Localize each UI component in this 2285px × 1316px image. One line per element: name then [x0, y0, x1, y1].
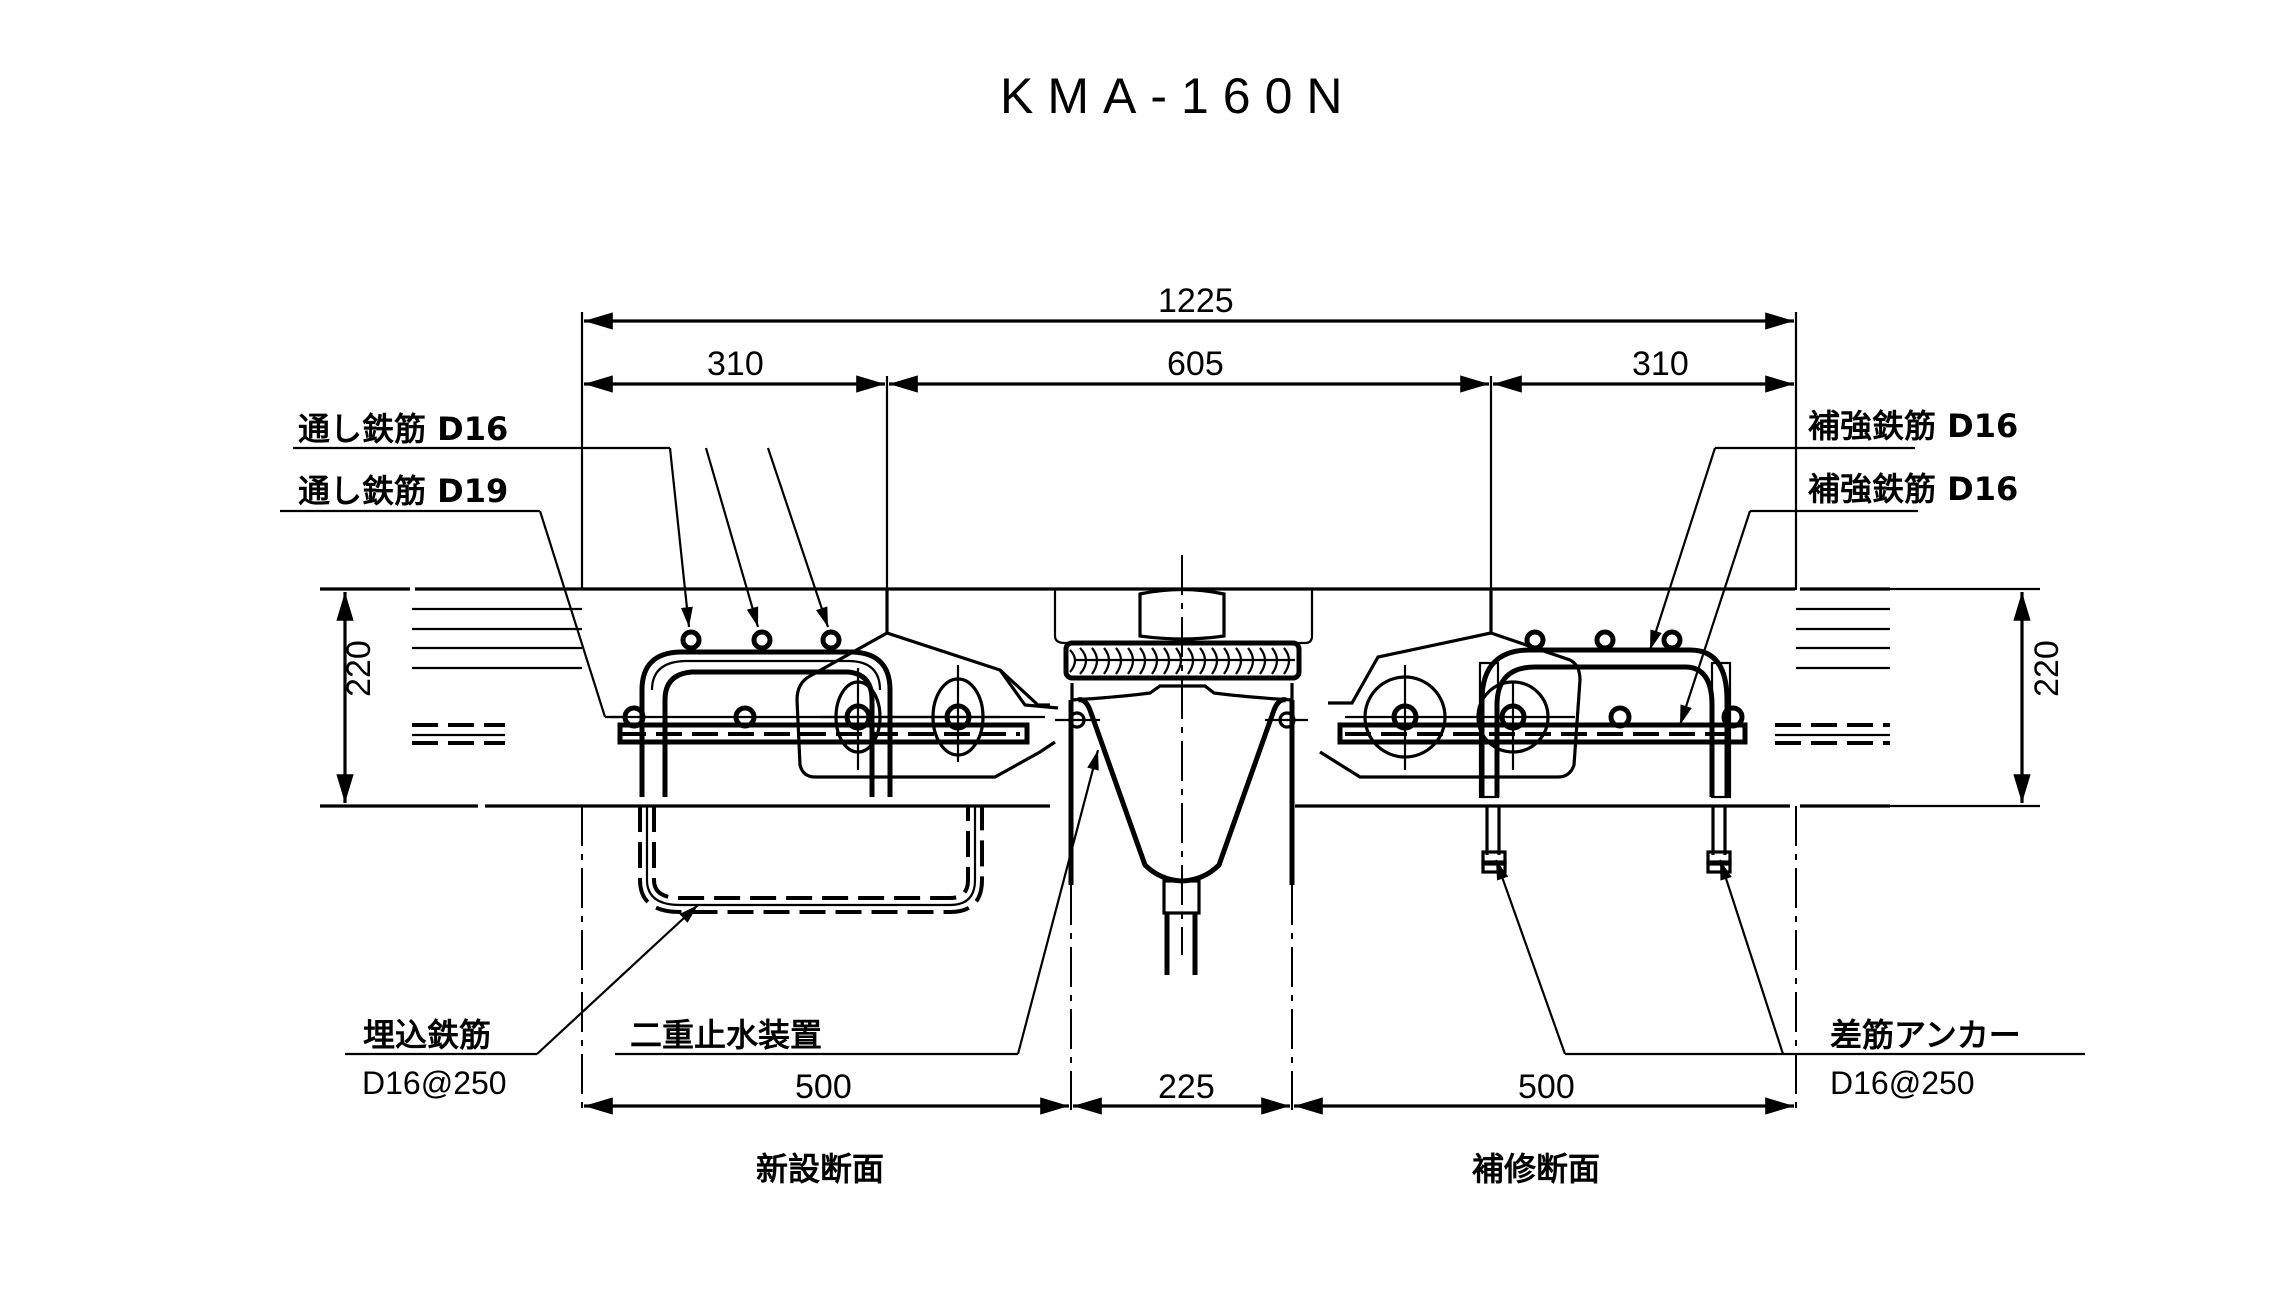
right-base-plate — [1337, 722, 1748, 745]
label-through-rebar-d19: 通し鉄筋 D19 — [298, 472, 508, 510]
rebar-d16-1 — [680, 629, 702, 651]
label-double-waterstop: 二重止水装置 — [630, 1016, 822, 1054]
label-reinforcing-rebar-2: 補強鉄筋 D16 — [1808, 470, 2018, 508]
dim-overall-width: 1225 — [1158, 282, 1234, 320]
leader-lines — [280, 446, 2085, 1056]
seal-pattern — [1069, 647, 1295, 675]
left-u-rebar — [639, 649, 893, 797]
anchor-stud-right — [1711, 806, 1727, 855]
anchor-stud-left — [1485, 806, 1501, 855]
center-cap — [1138, 587, 1226, 641]
label-anchor-rebar-spec: D16@250 — [1830, 1065, 1975, 1101]
label-embedded-rebar-spec: D16@250 — [362, 1065, 507, 1101]
left-anchor-plate — [795, 631, 1056, 779]
right-anchor-assembly — [1319, 589, 1748, 874]
rebar-d16-3 — [820, 629, 842, 651]
right-anchor-plate — [1319, 631, 1582, 779]
dim-right-height: 220 — [2028, 640, 2066, 697]
bottom-dimensions: 500 225 500 — [584, 1068, 1794, 1115]
top-dimensions: 1225 310 605 310 — [580, 282, 1798, 590]
dim-bottom-right: 500 — [1518, 1068, 1575, 1106]
caption-repair-section: 補修断面 — [1472, 1150, 1600, 1188]
rebar-d16-2 — [751, 629, 773, 651]
label-through-rebar-d16: 通し鉄筋 D16 — [298, 410, 508, 448]
drawing-title: KMA-160N — [1000, 68, 1357, 124]
label-reinforcing-rebar-1: 補強鉄筋 D16 — [1808, 407, 2018, 445]
label-embedded-rebar: 埋込鉄筋 — [363, 1016, 491, 1054]
dim-left-span: 310 — [707, 345, 764, 383]
dim-bottom-left: 500 — [795, 1068, 852, 1106]
caption-new-section: 新設断面 — [756, 1150, 884, 1188]
dim-center-span: 605 — [1167, 345, 1224, 383]
right-u-rebar — [1479, 647, 1730, 797]
left-anchor-assembly — [610, 589, 1059, 914]
dim-bottom-center: 225 — [1158, 1068, 1215, 1106]
double-waterstop-device — [1053, 555, 1314, 1110]
label-anchor-rebar: 差筋アンカー — [1830, 1016, 2021, 1054]
dim-left-height: 220 — [340, 640, 378, 697]
height-dimensions: 220 220 — [336, 587, 2066, 808]
dim-right-span: 310 — [1632, 345, 1689, 383]
seal-rubber — [1063, 640, 1302, 681]
